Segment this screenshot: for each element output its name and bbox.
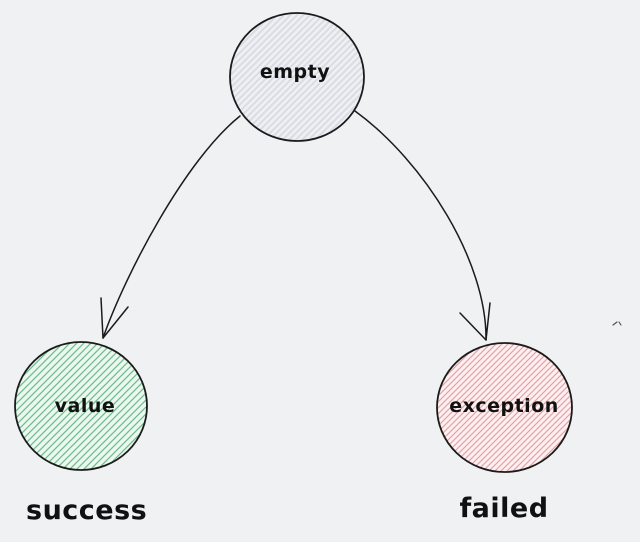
node-exception: exception xyxy=(436,342,573,473)
arrowhead-down-right-icon xyxy=(459,302,491,341)
node-value-circle xyxy=(14,341,148,471)
node-value-label: value xyxy=(55,395,116,417)
node-exception-circle xyxy=(436,342,573,473)
edge-empty-to-value xyxy=(100,115,241,339)
edge-empty-to-value-line xyxy=(102,115,241,339)
edge-empty-to-exception xyxy=(354,110,491,341)
edge-empty-to-exception-line xyxy=(354,110,487,341)
node-empty: empty xyxy=(229,12,365,142)
caption-failed: failed xyxy=(459,493,548,524)
stray-mark xyxy=(612,321,622,326)
arrowhead-down-left-icon xyxy=(100,297,129,339)
node-exception-label: exception xyxy=(449,395,559,417)
caption-success: success xyxy=(26,495,147,526)
node-value: value xyxy=(14,341,148,471)
node-empty-label: empty xyxy=(260,61,330,83)
node-empty-circle xyxy=(229,12,365,142)
